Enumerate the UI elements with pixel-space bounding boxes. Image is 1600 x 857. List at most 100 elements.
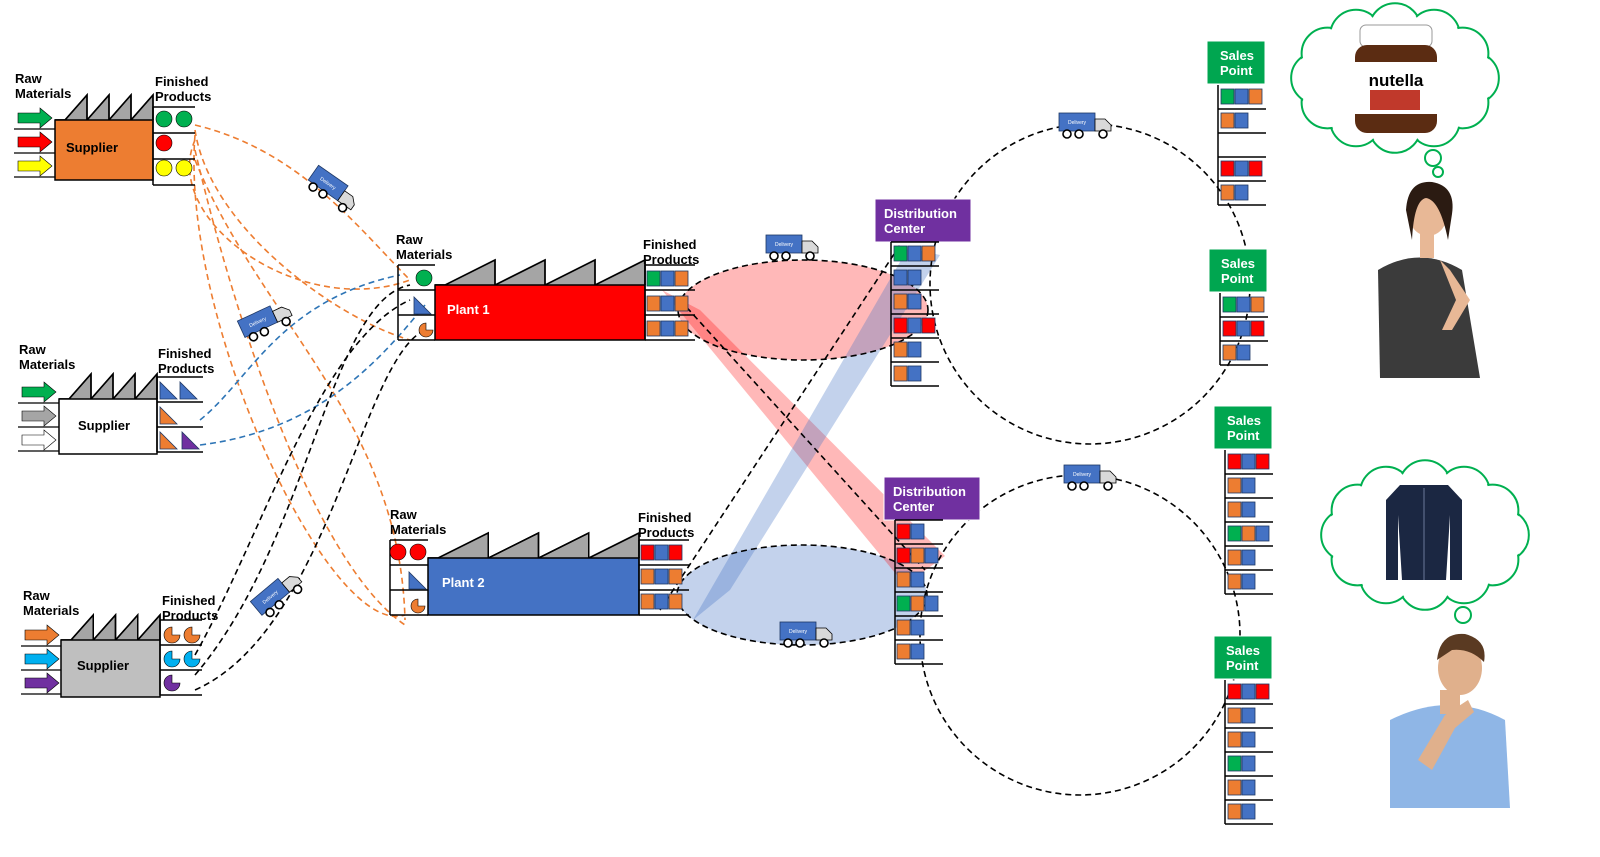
route-supplier1-plant2-c	[193, 134, 406, 618]
sales-point-3-row-2-box-1	[1241, 501, 1256, 518]
dc1-row-2-box-1	[907, 293, 922, 310]
woman-arm	[1440, 260, 1470, 330]
sales-point-1-row-4-box-1	[1234, 184, 1249, 201]
sales-point-1-row-3-box-1	[1234, 160, 1249, 177]
delivery-truck-5-cab	[815, 627, 833, 641]
supplier3-product-4	[183, 650, 201, 668]
delivery-truck-6: Delivery	[1058, 112, 1112, 139]
delivery-truck-6-label: Delivery	[1068, 120, 1087, 126]
delivery-truck-1-wheel-0	[308, 182, 318, 192]
supplier2	[58, 372, 158, 455]
thought-bubble-1b	[1432, 166, 1444, 178]
supplier3-product-2	[183, 626, 201, 644]
sales-point-2-shelves	[1219, 293, 1268, 366]
supplier3-finished-products-label: Finished Products	[162, 593, 219, 623]
jacket-image	[1386, 485, 1462, 580]
dc2-row-3-box-1	[910, 595, 925, 612]
delivery-truck-2-cab	[271, 306, 293, 323]
dc1-row-3-box-2	[921, 317, 936, 334]
dc1-row-4-box-1	[907, 341, 922, 358]
route-supplier1-plant1-b	[194, 129, 411, 341]
dc2-row-5-box-1	[910, 643, 925, 660]
sales-point-4-row-1-box-0	[1227, 707, 1242, 724]
supplier3-finished-shelves	[159, 619, 202, 696]
dc2-row-1-box-0	[896, 547, 911, 564]
delivery-truck-6-wheel-1	[1074, 129, 1084, 139]
supplier3-roof	[61, 613, 161, 642]
supplier2-raw-materials-label: Raw Materials	[19, 342, 76, 372]
woman-neck	[1420, 230, 1434, 258]
sales-point-4-row-2-box-0	[1227, 731, 1242, 748]
supplier1-finished-products-label: Finished Products	[155, 74, 212, 104]
nutella-bread	[1370, 90, 1420, 110]
route-plant1-dc2	[679, 299, 926, 571]
sales-point-4-row-4-box-1	[1241, 779, 1256, 796]
route-dc1-sales-loop	[929, 123, 1251, 445]
delivery-truck-5-wheel-1	[795, 638, 805, 648]
delivery-truck-6-wheel-0	[1062, 129, 1072, 139]
sales-point-1-row-4-box-0	[1220, 184, 1235, 201]
plant1-raw-shelves	[397, 264, 435, 341]
delivery-truck-5: Delivery	[779, 621, 833, 648]
dc1-row-2-box-0	[893, 293, 908, 310]
dc2-shelves	[894, 519, 943, 665]
supplier2-roof	[59, 372, 158, 401]
plant2-finished-shelves	[638, 539, 689, 616]
sales-point-3-row-3-box-0	[1227, 525, 1242, 542]
supplier2-raw-arrow-2	[21, 429, 57, 451]
sales-point-2-row-1-box-2	[1250, 320, 1265, 337]
plant2-fp-row2-box-1	[654, 568, 669, 585]
flow-ellipses	[662, 248, 945, 645]
plant2-fp-row3-box-0	[640, 593, 655, 610]
dc1-label: Distribution Center	[884, 206, 957, 236]
delivery-truck-6-wheel-2	[1098, 129, 1108, 139]
sales-point-3-row-3-box-1	[1241, 525, 1256, 542]
sales-point-4-box	[1213, 635, 1273, 680]
supplier2-product-5	[181, 431, 200, 450]
delivery-truck-1-wheel-2	[337, 202, 348, 213]
sales-point-2-label: Sales Point	[1221, 256, 1255, 286]
plant2-fp-row2-box-2	[668, 568, 683, 585]
plant1-dc1-flow-ellipse	[678, 260, 928, 360]
sales-point-4-row-5-box-0	[1227, 803, 1242, 820]
dc1-row-1-box-0	[893, 269, 908, 286]
plant1-finished-shelves	[644, 264, 695, 341]
sales-point-1-row-0-box-2	[1248, 88, 1263, 105]
dc2-row-2-box-0	[896, 571, 911, 588]
transport-routes	[188, 123, 1251, 796]
sales-point-2-row-0-box-1	[1236, 296, 1251, 313]
plant1-roof	[435, 258, 646, 287]
plant1-fp-row2-box-0	[646, 295, 661, 312]
dc1-shelves	[890, 241, 939, 387]
supplier3-raw-arrow-0	[24, 624, 60, 646]
supplier1-roof-outline	[55, 93, 154, 122]
delivery-truck-2: Delivery	[236, 305, 293, 342]
delivery-truck-4-wheel-2	[805, 251, 815, 261]
delivery-truck-4-cab	[801, 240, 819, 254]
man-hand	[1418, 700, 1474, 770]
sales-point-4-shelves	[1224, 680, 1273, 825]
route-supplier1-plant1-c	[188, 139, 411, 290]
plant1-building	[434, 284, 646, 341]
supplier3-product-3	[163, 650, 181, 668]
supplier1-product-red	[155, 134, 173, 152]
sales-point-2-row-2-box-0	[1222, 344, 1237, 361]
delivery-truck-3-wheel-2	[292, 584, 303, 595]
supplier3-raw-arrow-1	[24, 648, 60, 670]
dc2-row-4-box-1	[910, 619, 925, 636]
sales-point-4-row-4-box-0	[1227, 779, 1242, 796]
supplier2-raw-arrow-1	[21, 405, 57, 427]
plant2-fp-row1-box-1	[654, 544, 669, 561]
sales-point-4-row-0-box-0	[1227, 683, 1242, 700]
plant2-dc2-flow-ellipse	[677, 545, 927, 645]
dc2-row-0-box-0	[896, 523, 911, 540]
delivery-truck-2-wheel-1	[259, 326, 270, 337]
supplier2-product-3	[159, 406, 178, 425]
delivery-truck-7-wheel-0	[1067, 481, 1077, 491]
sales-point-4-row-3-box-1	[1241, 755, 1256, 772]
dc2-row-1-box-1	[910, 547, 925, 564]
sales-point-3-row-0-box-1	[1241, 453, 1256, 470]
sales-point-3-box	[1213, 405, 1273, 450]
